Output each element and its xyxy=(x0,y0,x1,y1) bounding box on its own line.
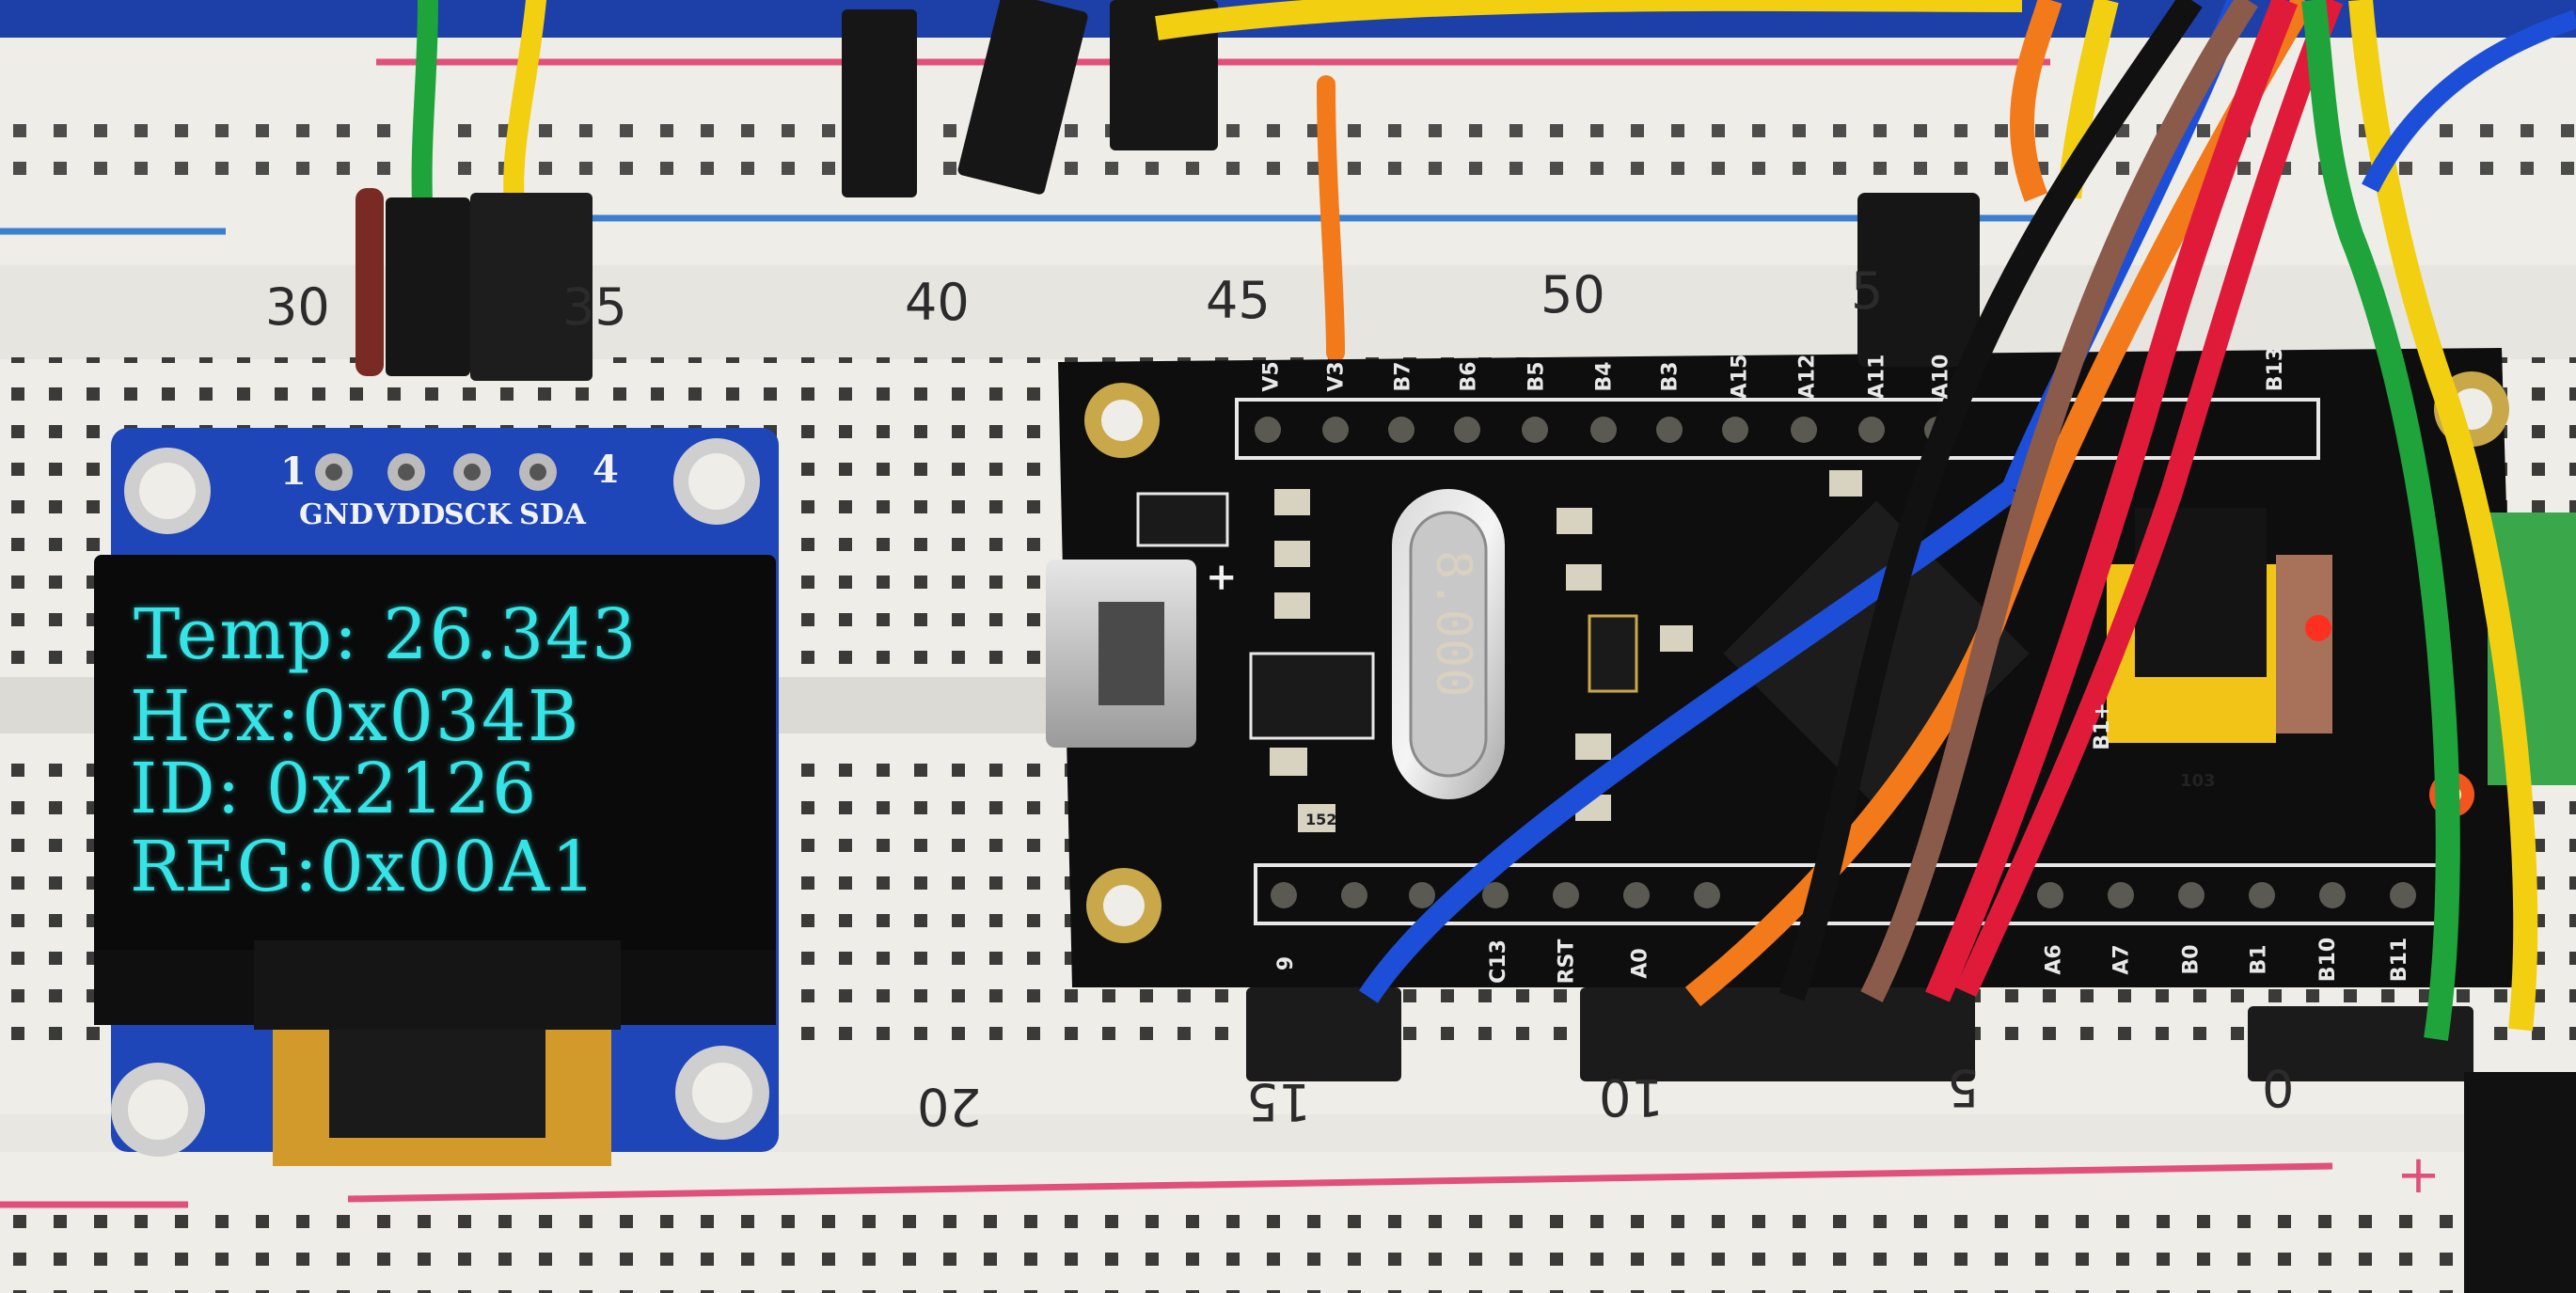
bottom-rail-holes xyxy=(0,1213,2576,1293)
red-wire xyxy=(1955,0,2344,997)
diode xyxy=(1136,492,1229,547)
smd-components xyxy=(1270,470,1862,832)
oled-pin-label-sck: SCK xyxy=(444,498,512,531)
bb-col-number: 5 xyxy=(1851,261,1884,321)
oled-pin-first: 1 xyxy=(280,449,307,494)
bb-col-number: 5 xyxy=(1947,1058,1980,1117)
oled-pin-last: 4 xyxy=(593,448,619,492)
oled-pin-label-sda: SDA xyxy=(519,498,586,531)
yellow-wire xyxy=(2348,0,2538,1032)
pin-label: B7 xyxy=(1391,361,1415,392)
pin-label: A6 xyxy=(2042,944,2066,975)
green-wire xyxy=(411,0,438,236)
pin-label: B10 xyxy=(2316,937,2341,983)
plus-rail-symbol: + xyxy=(2396,1144,2441,1206)
top-header-outline xyxy=(1235,398,2320,460)
board-edge-shadow xyxy=(2464,1072,2576,1293)
pin-label: B1 xyxy=(2247,944,2271,975)
pin-label: A15 xyxy=(1728,354,1752,400)
oled-pin-label-vdd: VDD xyxy=(374,498,446,531)
oled-line-id: ID: 0x2126 xyxy=(130,749,539,829)
jumper-label: B1+ xyxy=(2090,702,2114,750)
orange-wire xyxy=(1317,75,1345,362)
pin-label: A7 xyxy=(2110,944,2134,975)
blue-wire xyxy=(2362,9,2576,193)
jumper-housing xyxy=(1580,987,1975,1081)
bb-col-number: 20 xyxy=(917,1077,982,1136)
resistor xyxy=(2276,555,2332,733)
pin-label: A0 xyxy=(1628,948,1652,979)
pin-label: B3 xyxy=(1658,361,1683,392)
green-wire xyxy=(2301,0,2460,1041)
jumper-housing xyxy=(1246,987,1401,1081)
yellow-wire xyxy=(503,0,546,227)
oled-line-hex: Hex:0x034B xyxy=(130,676,581,757)
pin-label: 9 xyxy=(1274,955,1299,971)
usb-polarity-mark: + xyxy=(1206,555,1238,599)
bb-col-number: 10 xyxy=(1599,1067,1664,1127)
crystal-marking: 8.000 xyxy=(1425,550,1481,698)
oled-header-pins xyxy=(315,453,557,491)
jumper-housing xyxy=(2248,1006,2473,1081)
pin-label: B4 xyxy=(1592,361,1617,392)
jumper-housing xyxy=(957,0,1088,195)
pin-label: V3 xyxy=(1324,361,1349,392)
pin-label: B5 xyxy=(1525,361,1549,392)
regulator xyxy=(1249,652,1375,740)
bottom-red-rail xyxy=(347,1162,2333,1203)
pin-label: B6 xyxy=(1457,361,1481,392)
jumper-housing xyxy=(842,9,917,197)
pin-label: C13 xyxy=(1486,939,1510,984)
bb-col-number: 0 xyxy=(2262,1058,2295,1117)
jumper-housing xyxy=(1110,0,1218,150)
pin-label: B11 xyxy=(2388,937,2412,983)
oled-line-temp: Temp: 26.343 xyxy=(134,594,639,675)
brown-wire xyxy=(1860,0,2258,1002)
bb-col-number: 50 xyxy=(1541,265,1605,324)
pin-label: B13 xyxy=(2264,346,2288,392)
cap-code: 152 xyxy=(1305,811,1337,828)
led-red-small xyxy=(2305,615,2331,641)
jumper-housing xyxy=(470,193,593,381)
resistor-code: 103 xyxy=(2180,771,2216,791)
jumper-housing xyxy=(1857,193,1980,367)
pin-label: B0 xyxy=(2179,944,2204,975)
yellow-wire xyxy=(1155,0,2022,40)
bb-col-number: 40 xyxy=(905,273,970,332)
orange-wire xyxy=(2009,0,2062,202)
oled-screen xyxy=(94,555,776,969)
inductor xyxy=(1588,614,1638,693)
bb-col-number: 35 xyxy=(562,277,627,337)
red-wire xyxy=(1925,0,2298,1002)
pin-label: A11 xyxy=(1865,354,1889,400)
bb-col-number: 15 xyxy=(1246,1072,1311,1131)
pin-label: A12 xyxy=(1795,354,1820,400)
oled-line-reg: REG:0x00A1 xyxy=(130,827,598,907)
pin-label: RST xyxy=(1555,938,1579,985)
resistor xyxy=(356,188,384,376)
oled-pin-label-gnd: GND xyxy=(299,498,374,531)
bb-col-number: 45 xyxy=(1206,271,1271,330)
jumper-housing xyxy=(386,197,470,376)
pin-label: V5 xyxy=(1259,361,1284,392)
black-wire xyxy=(1778,0,2203,1001)
pin-label: A10 xyxy=(1929,354,1953,400)
bb-col-number: 30 xyxy=(265,277,330,337)
